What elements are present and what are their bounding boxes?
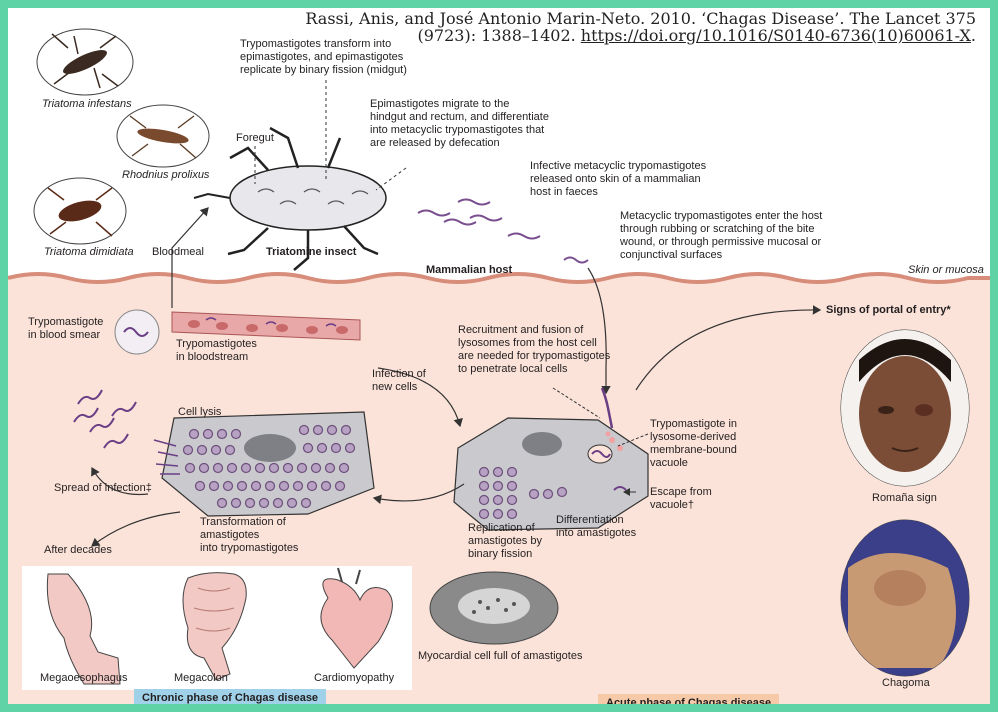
myocardial-micrograph: [430, 572, 558, 644]
escape-line: vacuole†: [650, 499, 712, 512]
step-enter-line: conjunctival surfaces: [620, 249, 822, 262]
faeces-trypomastigotes: [418, 200, 588, 263]
replication-line: amastigotes by: [468, 535, 542, 548]
spread-label: Spread of infection‡: [54, 482, 152, 495]
escape-line: Escape from: [650, 486, 712, 499]
bloodmeal-label: Bloodmeal: [152, 246, 204, 259]
acute-phase-label: Acute phase of Chagas disease: [598, 694, 779, 704]
cell-lysis-label: Cell lysis: [178, 406, 221, 419]
step-infective-line: host in faeces: [530, 186, 706, 199]
triatoma-infestans-oval: [37, 29, 133, 95]
differentiation-line: Differentiation: [556, 514, 636, 527]
chagoma-photo: [841, 520, 969, 676]
vacuole-label: Trypomastigote in lysosome-derived membr…: [650, 418, 737, 470]
replication-line: binary fission: [468, 548, 542, 561]
step-migrate: Epimastigotes migrate to the hindgut and…: [370, 98, 549, 150]
differentiation-label: Differentiation into amastigotes: [556, 514, 636, 540]
doi-link[interactable]: https://doi.org/10.1016/S0140-6736(10)60…: [581, 26, 971, 45]
insect-title: Triatomine insect: [266, 246, 356, 259]
chagoma-label: Chagoma: [882, 677, 930, 690]
vacuole-line: vacuole: [650, 457, 737, 470]
recruitment-line: lysosomes from the host cell: [458, 337, 610, 350]
recruitment-line: to penetrate local cells: [458, 363, 610, 376]
blood-smear-label: Trypomastigote in blood smear: [28, 316, 103, 342]
romana-sign-photo: [841, 330, 969, 486]
step-enter: Metacyclic trypomastigotes enter the hos…: [620, 210, 822, 262]
infection-new-cells-label: Infection of new cells: [372, 368, 426, 394]
citation: Rassi, Anis, and José Antonio Marin-Neto…: [276, 10, 976, 44]
escape-label: Escape from vacuole†: [650, 486, 712, 512]
portal-label: Signs of portal of entry*: [826, 304, 951, 317]
step-infective-line: Infective metacyclic trypomastigotes: [530, 160, 706, 173]
step-enter-line: through rubbing or scratching of the bit…: [620, 223, 822, 236]
infection-new-cells-line: Infection of: [372, 368, 426, 381]
citation-tail: .: [971, 26, 976, 45]
step-migrate-line: hindgut and rectum, and differentiate: [370, 111, 549, 124]
blood-smear-circle: [115, 310, 159, 354]
recruitment-line: are needed for trypomastigotes: [458, 350, 610, 363]
cardiomyopathy-label: Cardiomyopathy: [314, 672, 394, 685]
transformation-line: Transformation of: [200, 516, 298, 529]
triatoma-dimidiata-oval: [34, 178, 126, 244]
rhodnius-prolixus-oval: [117, 105, 209, 167]
blood-smear-line: in blood smear: [28, 329, 103, 342]
step-infective: Infective metacyclic trypomastigotes rel…: [530, 160, 706, 199]
step-migrate-line: are released by defecation: [370, 137, 549, 150]
myocardial-label: Myocardial cell full of amastigotes: [418, 650, 582, 663]
transformation-label: Transformation of amastigotes into trypo…: [200, 516, 298, 555]
species-2-label: Rhodnius prolixus: [122, 169, 209, 182]
vacuole-line: lysosome-derived: [650, 431, 737, 444]
step-transform-line: epimastigotes, and epimastigotes: [240, 51, 407, 64]
recruitment-label: Recruitment and fusion of lysosomes from…: [458, 324, 610, 376]
species-3-label: Triatoma dimidiata: [44, 246, 134, 259]
species-1-label: Triatoma infestans: [42, 98, 132, 111]
after-decades-label: After decades: [44, 544, 112, 557]
step-enter-line: Metacyclic trypomastigotes enter the hos…: [620, 210, 822, 223]
replication-line: Replication of: [468, 522, 542, 535]
recruitment-line: Recruitment and fusion of: [458, 324, 610, 337]
megaoesophagus-label: Megaoesophagus: [40, 672, 127, 685]
romana-label: Romaña sign: [872, 492, 937, 505]
replication-label: Replication of amastigotes by binary fis…: [468, 522, 542, 561]
megacolon-label: Megacolon: [174, 672, 228, 685]
transformation-line: into trypomastigotes: [200, 542, 298, 555]
blood-smear-line: Trypomastigote: [28, 316, 103, 329]
skin-label: Skin or mucosa: [908, 264, 984, 277]
vacuole-line: Trypomastigote in: [650, 418, 737, 431]
infection-new-cells-line: new cells: [372, 381, 426, 394]
dashed-pointer-2: [376, 168, 406, 190]
step-infective-line: released onto skin of a mammalian: [530, 173, 706, 186]
foregut-label: Foregut: [236, 132, 274, 145]
step-migrate-line: into metacyclic trypomastigotes that: [370, 124, 549, 137]
vacuole-line: membrane-bound: [650, 444, 737, 457]
differentiation-line: into amastigotes: [556, 527, 636, 540]
transformation-line: amastigotes: [200, 529, 298, 542]
mammalian-host-label: Mammalian host: [426, 264, 512, 277]
chronic-phase-label: Chronic phase of Chagas disease: [134, 689, 326, 704]
step-transform-line: replicate by binary fission (midgut): [240, 64, 407, 77]
step-enter-line: wound, or through permissive mucosal or: [620, 236, 822, 249]
bloodstream-label: Trypomastigotes in bloodstream: [176, 338, 257, 364]
bloodstream-line: Trypomastigotes: [176, 338, 257, 351]
figure-frame: Rassi, Anis, and José Antonio Marin-Neto…: [8, 8, 990, 704]
bloodstream-line: in bloodstream: [176, 351, 257, 364]
step-migrate-line: Epimastigotes migrate to the: [370, 98, 549, 111]
